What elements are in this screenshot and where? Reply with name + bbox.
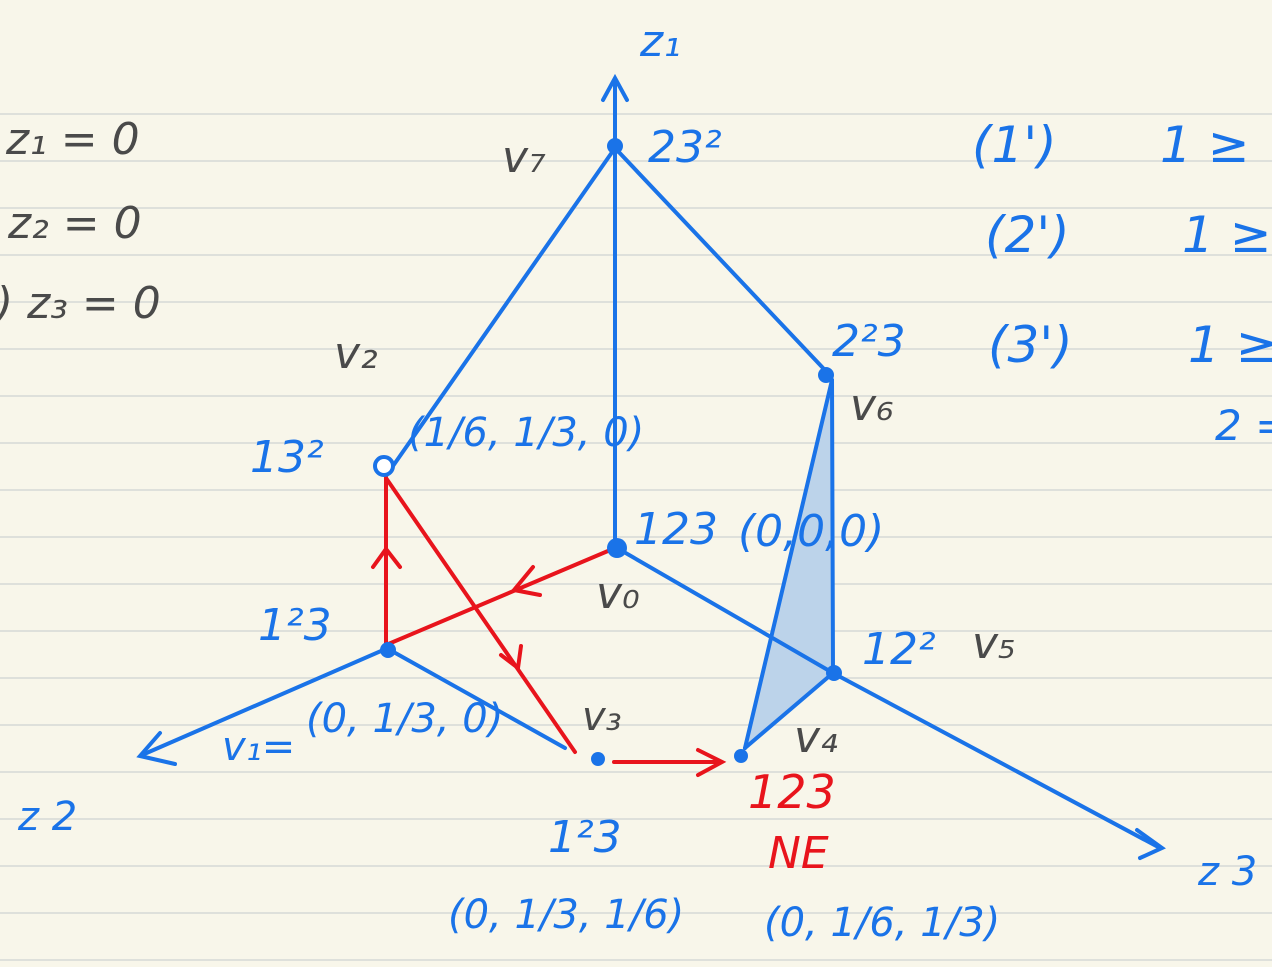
vertex-v5 — [826, 665, 842, 681]
v5-code: 12² — [862, 624, 936, 675]
v4-name: v₄ — [794, 712, 838, 763]
v0-name: v₀ — [596, 568, 640, 619]
vertex-v6 — [818, 367, 834, 383]
constraint-2-rhs: 1 ≥ — [1182, 206, 1272, 264]
constraint-2-label: (2') — [985, 206, 1070, 264]
equation-z1: z₁ = 0 — [5, 114, 140, 165]
v0-coords: (0,0,0) — [738, 506, 884, 557]
v1-name: v₁= — [222, 724, 295, 770]
left-equations: z₁ = 0 z₂ = 0 ) z₃ = 0 — [0, 114, 161, 329]
rule-lines — [0, 113, 1272, 961]
v3-code: 1²3 — [548, 812, 622, 863]
polytope-edges — [136, 73, 1166, 860]
vertex-v1 — [380, 642, 396, 658]
vertex-v4 — [734, 749, 748, 763]
v4-code: 123 — [748, 765, 836, 819]
v6-name: v₆ — [850, 380, 894, 431]
vertex-v3 — [591, 752, 605, 766]
vertex-v2 — [373, 455, 395, 477]
v7-name: v₇ — [502, 132, 546, 183]
v3-name: v₃ — [582, 694, 622, 740]
v1-code: 1²3 — [258, 600, 332, 651]
v4-extra: NE — [768, 828, 829, 879]
v1-coords: (0, 1/3, 0) — [306, 696, 503, 742]
axis-label-z3: z 3 — [1197, 849, 1257, 895]
v7-code: 23² — [648, 122, 722, 173]
vertex-labels: v₇ 23² v₂ 13² (1/6, 1/3, 0) 2²3 v₆ 123 (… — [222, 122, 1016, 946]
constraint-1-label: (1') — [972, 116, 1057, 174]
constraint-3-label: (3') — [988, 316, 1073, 374]
vertex-v0 — [607, 538, 627, 558]
v3-coords: (0, 1/3, 1/6) — [448, 892, 684, 938]
equation-z2: z₂ = 0 — [7, 198, 142, 249]
v5-name: v₅ — [972, 618, 1016, 669]
vertex-dots — [373, 138, 842, 766]
right-constraints: (1') 1 ≥ (2') 1 ≥ (3') 1 ≥ 2 = — [972, 116, 1272, 450]
v2-code: 13² — [250, 432, 324, 483]
v2-coords: (1/6, 1/3, 0) — [408, 410, 644, 456]
v4-coords: (0, 1/6, 1/3) — [764, 900, 1000, 946]
equation-z3: ) z₃ = 0 — [0, 278, 161, 329]
constraint-3-rhs: 1 ≥ — [1188, 316, 1272, 374]
vertex-v7 — [607, 138, 623, 154]
v6-code: 2²3 — [832, 316, 906, 367]
v0-code: 123 — [634, 504, 718, 555]
constraint-extra: 2 = — [1215, 401, 1272, 450]
constraint-1-rhs: 1 ≥ — [1160, 116, 1250, 174]
axis-label-z2: z 2 — [17, 794, 77, 840]
pivot-path — [371, 476, 727, 777]
v2-name: v₂ — [334, 328, 378, 379]
axis-label-z1: z₁ — [639, 16, 681, 67]
